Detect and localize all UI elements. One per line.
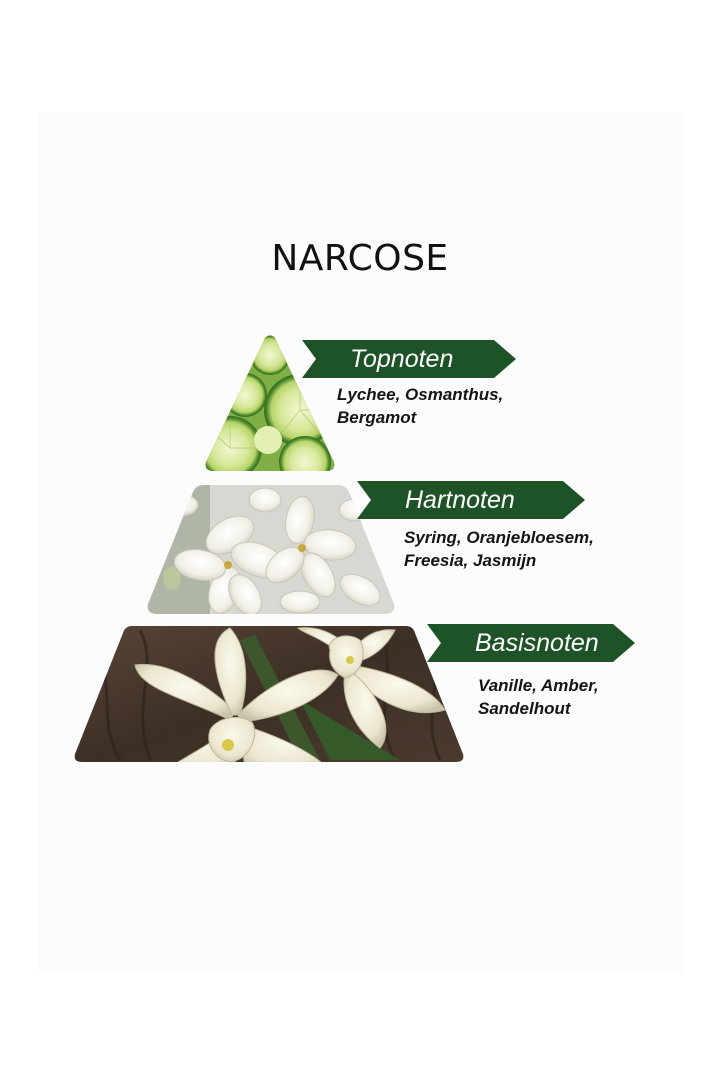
basisnoten-image (74, 626, 464, 762)
page-title: NARCOSE (271, 238, 449, 279)
tag-topnoten: Topnoten (302, 340, 516, 378)
tag-basisnoten: Basisnoten (427, 624, 635, 662)
notes-topnoten: Lychee, Osmanthus, Bergamot (337, 383, 503, 429)
notes-hartnoten-line-1: Syring, Oranjebloesem, (404, 528, 594, 547)
hartnoten-image (147, 485, 395, 614)
notes-hartnoten: Syring, Oranjebloesem, Freesia, Jasmijn (404, 526, 594, 572)
notes-basisnoten: Vanille, Amber, Sandelhout (478, 674, 599, 720)
notes-topnoten-line-2: Bergamot (337, 408, 417, 427)
notes-hartnoten-line-2: Freesia, Jasmijn (404, 551, 537, 570)
tag-hartnoten: Hartnoten (357, 481, 585, 519)
notes-basisnoten-line-2: Sandelhout (478, 699, 571, 718)
notes-basisnoten-line-1: Vanille, Amber, (478, 676, 599, 695)
notes-topnoten-line-1: Lychee, Osmanthus, (337, 385, 504, 404)
